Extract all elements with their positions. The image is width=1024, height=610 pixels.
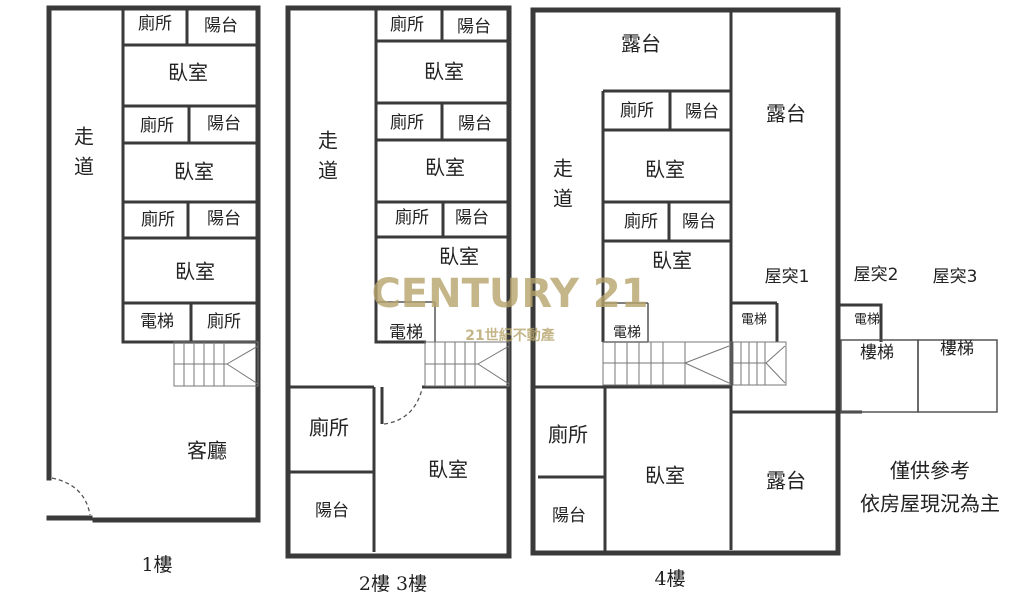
corridor-label: 走 [74, 125, 94, 149]
balcony-label: 陽台 [207, 114, 241, 134]
balcony-label: 陽台 [315, 501, 349, 521]
rooftop-3-label: 屋突3 [933, 267, 978, 287]
terrace-label: 露台 [766, 102, 806, 126]
toilet-label: 廁所 [620, 100, 654, 121]
outer-wall-1f [46, 5, 261, 523]
stairs-label: 樓梯 [940, 339, 974, 359]
balcony-label: 陽台 [457, 17, 491, 37]
toilet-label: 廁所 [309, 416, 349, 440]
bedroom-label: 臥室 [645, 464, 685, 488]
toilet-label: 廁所 [140, 115, 174, 136]
bedroom-label: 臥室 [424, 60, 464, 84]
stairs-boxes-rooftop [840, 339, 998, 413]
floor-label-2f-3f: 2樓 3樓 [359, 573, 427, 595]
toilet-label: 廁所 [390, 14, 424, 35]
toilet-label: 廁所 [207, 311, 241, 332]
balcony-label: 陽台 [685, 102, 719, 122]
elevator-label: 電梯 [140, 312, 174, 332]
bedroom-label: 臥室 [652, 249, 692, 273]
rooftop-structures: 屋突2 屋突3 電梯 樓梯 樓梯 [839, 265, 998, 413]
rooftop-1-label: 屋突1 [765, 267, 810, 287]
rooftop-2-label: 屋突2 [854, 265, 899, 285]
corridor-label: 走 [553, 157, 573, 181]
watermark-brand: CENTURY 21 [371, 271, 648, 317]
balcony-label: 陽台 [682, 212, 716, 232]
terrace-label: 露台 [766, 469, 806, 493]
plan-2f-3f: 走 道 廁所 陽台 臥室 廁所 陽台 臥室 廁所 陽台 臥室 電梯 廁所 陽台 … [285, 5, 512, 595]
balcony-label: 陽台 [458, 114, 492, 134]
toilet-label: 廁所 [548, 423, 588, 447]
outer-wall-2f [285, 5, 512, 559]
room-dividers-4f [535, 12, 862, 551]
floor-label-4f: 4樓 [654, 568, 685, 590]
door-swing-2f [383, 388, 423, 425]
toilet-label: 廁所 [624, 211, 658, 232]
bedroom-label: 臥室 [168, 61, 208, 85]
room-dividers-1f [123, 10, 258, 342]
toilet-label: 廁所 [138, 13, 172, 34]
outer-wall-4f [530, 7, 841, 556]
stairs-2f [424, 341, 510, 387]
room-dividers-2f [288, 10, 509, 552]
corridor-label: 道 [74, 155, 94, 179]
bedroom-label: 臥室 [645, 158, 685, 182]
plan-4f: 露台 露台 走 道 廁所 陽台 臥室 廁所 陽台 臥室 電梯 電梯 屋突1 廁所… [530, 7, 862, 590]
elevator-box-2f [376, 301, 436, 342]
floor-label-1f: 1樓 [141, 554, 172, 576]
elevator-box-rooftop [839, 303, 883, 342]
balcony-label: 陽台 [204, 16, 238, 36]
terrace-label: 露台 [621, 32, 661, 56]
bedroom-label: 臥室 [174, 160, 214, 184]
inner-wall-2f [374, 10, 426, 344]
century21-watermark: CENTURY 21 21世紀不動產 [371, 271, 648, 344]
stairs-4f-right [732, 341, 787, 386]
corridor-label: 道 [318, 159, 338, 183]
bedroom-label: 臥室 [425, 156, 465, 180]
watermark-subtitle: 21世紀不動產 [465, 327, 554, 344]
corridor-label: 道 [553, 187, 573, 211]
elevator-label: 電梯 [854, 313, 880, 328]
toilet-label: 廁所 [395, 207, 429, 228]
elevator-label: 電梯 [741, 313, 767, 328]
bedroom-label: 臥室 [175, 260, 215, 284]
door-swing-1f [51, 477, 91, 516]
balcony-label: 陽台 [455, 208, 489, 228]
toilet-label: 廁所 [390, 112, 424, 133]
toilet-label: 廁所 [141, 209, 175, 230]
plan-1f: 走 道 廁所 陽台 臥室 廁所 陽台 臥室 廁所 陽台 臥室 電梯 廁所 客廳 … [46, 5, 261, 576]
balcony-label: 陽台 [552, 506, 586, 526]
stairs-1f [173, 341, 259, 387]
stairs-4f [602, 341, 732, 386]
elevator-label: 電梯 [613, 325, 641, 341]
stairs-label: 樓梯 [860, 343, 894, 363]
balcony-label: 陽台 [207, 209, 241, 229]
living-room-label: 客廳 [187, 439, 227, 463]
bedroom-label: 臥室 [428, 458, 468, 482]
disclaimer-line-2: 依房屋現況為主 [860, 492, 1000, 516]
corridor-label: 走 [318, 129, 338, 153]
bedroom-label: 臥室 [439, 245, 479, 269]
elevator-label: 電梯 [389, 323, 423, 343]
elevator-box-4f-right [731, 301, 779, 342]
disclaimer-line-1: 僅供參考 [890, 459, 970, 483]
